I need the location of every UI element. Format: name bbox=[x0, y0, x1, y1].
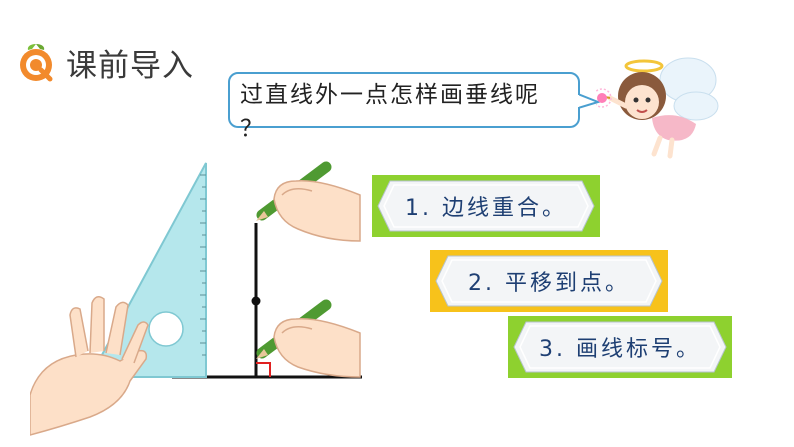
lower-hand-with-pencil bbox=[256, 299, 361, 378]
step-3-background bbox=[508, 316, 732, 378]
step-3-plate: 3. 画线标号。 bbox=[508, 316, 732, 378]
step-2-background bbox=[430, 250, 668, 312]
given-point bbox=[251, 296, 261, 306]
left-hand bbox=[30, 296, 149, 436]
fairy-illustration bbox=[596, 57, 719, 159]
upper-hand-with-pencil bbox=[256, 161, 361, 242]
question-line-2: ？ bbox=[240, 116, 265, 142]
step-1-background bbox=[372, 175, 600, 237]
bubble-tail bbox=[578, 93, 600, 109]
question-text: 过直线外一点怎样画垂线呢 ？ bbox=[240, 78, 580, 146]
page-title: 课前导入 bbox=[66, 47, 194, 84]
perpendicular-drawing-illustration bbox=[30, 161, 362, 436]
right-angle-mark bbox=[256, 362, 271, 377]
step-3-label: 3. 画线标号。 bbox=[539, 337, 701, 362]
question-line-1: 过直线外一点怎样画垂线呢 bbox=[240, 82, 540, 108]
speech-bubble bbox=[228, 72, 580, 128]
step-2-label: 2. 平移到点。 bbox=[468, 271, 630, 296]
section-header: 课前导入 bbox=[14, 38, 194, 86]
step-1-plate: 1. 边线重合。 bbox=[372, 175, 600, 237]
step-1-label: 1. 边线重合。 bbox=[405, 196, 567, 221]
q-badge-icon bbox=[20, 44, 53, 82]
step-2-plate: 2. 平移到点。 bbox=[430, 250, 668, 312]
